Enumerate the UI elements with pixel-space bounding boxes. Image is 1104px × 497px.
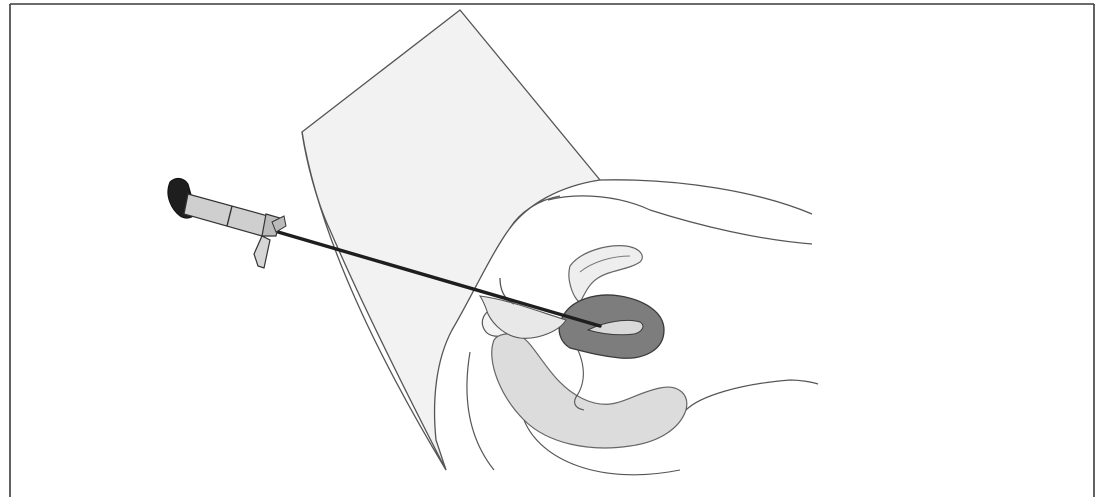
bladder	[569, 246, 642, 302]
pelvis-outline	[548, 196, 812, 244]
buttock-line	[467, 352, 494, 470]
hysteroscope	[168, 178, 286, 268]
hysteroscope-barrel	[184, 194, 268, 236]
bowel-right-loop	[686, 380, 818, 410]
abdomen-outline	[600, 180, 812, 214]
hysteroscope-valve	[254, 236, 270, 268]
